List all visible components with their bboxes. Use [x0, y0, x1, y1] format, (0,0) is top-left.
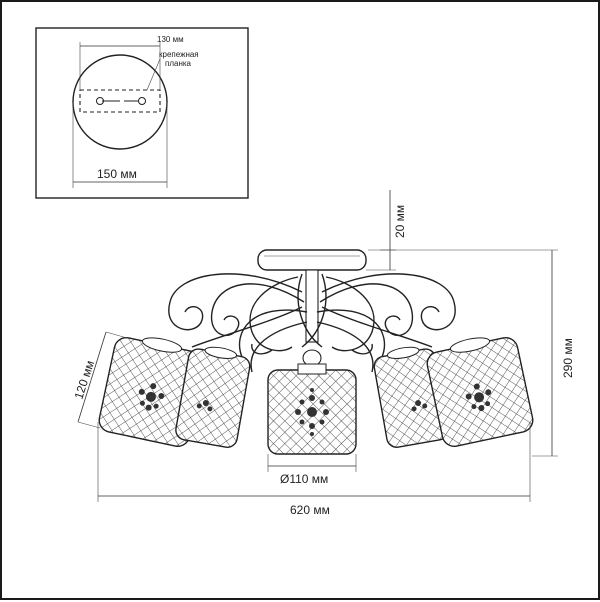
shade-far-right [426, 337, 534, 447]
bar-label-line1: крепежная [159, 50, 199, 59]
dim-110: Ø110 мм [267, 454, 357, 486]
dim-150-label: 150 мм [97, 167, 137, 181]
dim-20-label: 20 мм [393, 205, 407, 238]
dim-620: 620 мм [97, 422, 531, 517]
dim-110-label: Ø110 мм [280, 472, 328, 486]
bar-leader [146, 58, 161, 91]
dim-290: 290 мм [368, 249, 575, 457]
mount-inset: 130 мм крепежная планка 150 мм [35, 27, 249, 199]
canopy [257, 249, 367, 343]
dim-620-label: 620 мм [290, 503, 330, 517]
bar-label-line2: планка [165, 59, 192, 68]
dim-130-label: 130 мм [157, 35, 184, 44]
dim-20: 20 мм [366, 190, 407, 271]
shade-inner-left [175, 346, 251, 448]
shade-center [267, 349, 357, 455]
dim-290-label: 290 мм [561, 338, 575, 378]
mounting-bar [79, 89, 161, 113]
arms [168, 273, 456, 373]
screw-hole-right [138, 97, 146, 105]
inset-frame [35, 27, 249, 199]
center-stem [305, 269, 319, 343]
dim-120-label: 120 мм [72, 359, 98, 401]
